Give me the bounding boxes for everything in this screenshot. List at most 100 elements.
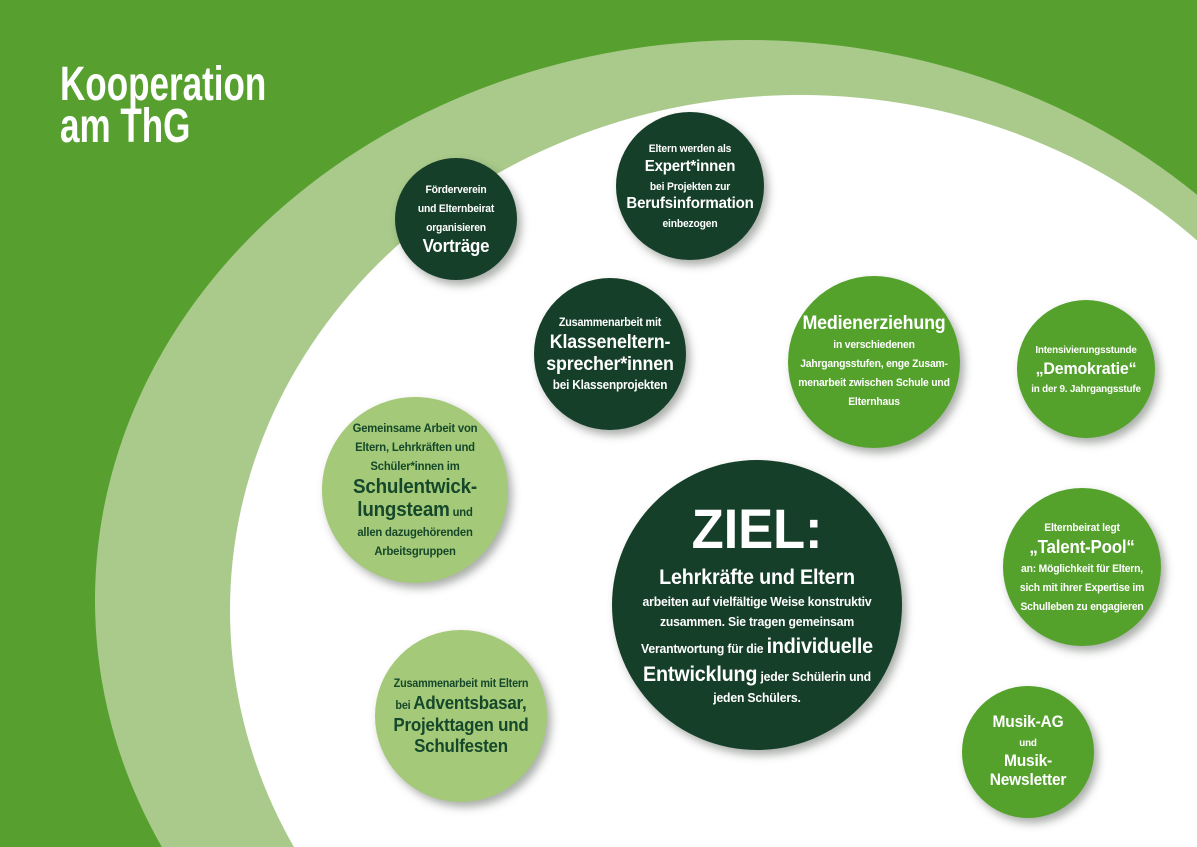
bubble-text-line: Zusammenarbeit mit <box>539 313 682 332</box>
text-run: in verschiedenen <box>833 339 915 352</box>
bubble-text: Elternbeirat legt „Talent-Pool“ an: Möglic… <box>1008 518 1157 615</box>
text-run: bei <box>395 699 414 712</box>
bubble-text-line: arbeiten auf vielfältige Weise konstrukt… <box>621 592 894 613</box>
text-run: Elternbeirat legt <box>1044 522 1120 535</box>
text-run: arbeiten auf vielfältige Weise konstrukt… <box>642 593 872 609</box>
text-run: und Elternbeirat <box>417 202 495 215</box>
bubble-text-line: organisieren <box>399 218 514 237</box>
text-run: Medienerziehung <box>802 313 946 335</box>
page-title-line2: am ThG <box>60 100 191 153</box>
bubble-text-line: Elternhaus <box>793 392 955 411</box>
text-run: Elternhaus <box>848 396 900 409</box>
bubble-text-line: in verschiedenen <box>793 335 955 354</box>
bubble-text-line: Schulleben zu engagieren <box>1008 597 1157 616</box>
text-run: zusammen. Sie tragen gemeinsam <box>659 614 855 630</box>
bubble-text-line: Elternbeirat legt <box>1008 518 1157 537</box>
bubble-text-line: in der 9. Jahrgangsstufe <box>1021 379 1151 398</box>
bubble-text-line: Förderverein <box>399 180 514 199</box>
bubble-text-line: an: Möglichkeit für Eltern, <box>1008 559 1157 578</box>
bubble-text-line: Eltern werden als <box>620 139 759 158</box>
text-run: Schulleben zu engagieren <box>1020 600 1144 613</box>
text-run: an: Möglichkeit für Eltern, <box>1021 563 1143 576</box>
bubble-text-line: Lehrkräfte und Eltern <box>621 564 894 591</box>
bubble-text-line: Musik- <box>966 752 1090 772</box>
bubble-text-line: Eltern, Lehrkräften und <box>328 438 503 457</box>
text-run: Eltern werden als <box>648 142 732 155</box>
bubble-text-line: und <box>966 733 1090 752</box>
text-run: Entwicklung <box>643 662 758 686</box>
bubble-adventsbasar-schulfeste: Zusammenarbeit mit Eltern bei Adventsbasa… <box>375 630 547 802</box>
bubble-text-line: sich mit ihrer Expertise im <box>1008 578 1157 597</box>
bubble-text-line: Zusammenarbeit mit Eltern <box>380 674 542 693</box>
text-run: Förderverein <box>425 183 487 196</box>
text-run: Musik-AG <box>992 712 1064 731</box>
text-run: Vorträge <box>422 236 490 257</box>
bubble-text-line: lungsteam und <box>328 499 503 523</box>
bubble-text-line: Vorträge <box>399 236 514 258</box>
text-run: Musik- <box>1004 751 1052 770</box>
bubble-text-line: menarbeit zwischen Schule und <box>793 373 955 392</box>
text-run: Jahrgangsstufen, enge Zusam- <box>800 358 948 371</box>
bubble-text-line: allen dazugehörenden <box>328 523 503 542</box>
bubble-text: Intensivierungsstunde „Demokratie“ in der … <box>1021 340 1151 399</box>
bubble-text-line: Schulentwick- <box>328 476 503 500</box>
text-run: Newsletter <box>989 771 1067 790</box>
text-run: allen dazugehörenden <box>357 525 473 540</box>
bubble-text: Zusammenarbeit mit Eltern bei Adventsbasa… <box>380 674 542 759</box>
bubble-text-line: Gemeinsame Arbeit von <box>328 419 503 438</box>
bubble-text-line: Intensivierungsstunde <box>1021 340 1151 359</box>
text-run: Gemeinsame Arbeit von <box>352 421 478 436</box>
bubble-text-line: Medienerziehung <box>793 313 955 335</box>
text-run: Expert*innen <box>644 157 736 175</box>
bubble-text-line: einbezogen <box>620 214 759 233</box>
text-run: Schulfesten <box>414 736 508 757</box>
bubble-intensivierungsstunde-demokratie: Intensivierungsstunde „Demokratie“ in der … <box>1017 300 1155 438</box>
bubble-text-line: Entwicklung jeder Schülerin und <box>621 661 894 688</box>
bubble-text-line: Verantwortung für die individuelle <box>621 633 894 660</box>
text-run: Lehrkräfte und Eltern <box>659 566 855 590</box>
text-run: in der 9. Jahrgangsstufe <box>1031 383 1141 396</box>
text-run: individuelle <box>766 635 874 659</box>
bubble-text-line: Berufsinformation <box>620 195 759 214</box>
text-run: sprecher*innen <box>546 354 674 375</box>
text-run: Intensivierungsstunde <box>1035 343 1137 356</box>
text-run: Berufsinformation <box>626 195 754 213</box>
bubble-foerderverein-vortraege: Förderverein und Elternbeirat organisieren… <box>395 158 517 280</box>
text-run: und <box>449 505 473 520</box>
text-run: „Demokratie“ <box>1035 358 1137 378</box>
bubble-text-line: „Talent-Pool“ <box>1008 537 1157 559</box>
bubble-text-line: Projekttagen und <box>380 715 542 737</box>
text-run: lungsteam <box>357 499 450 522</box>
text-run: „Talent-Pool“ <box>1029 537 1135 558</box>
bubble-text-line: Schüler*innen im <box>328 457 503 476</box>
text-run: sich mit ihrer Expertise im <box>1019 581 1145 594</box>
bubble-text-line: Klasseneltern- <box>539 332 682 354</box>
page-title-line1: Kooperation <box>60 58 267 111</box>
text-run: einbezogen <box>662 218 718 231</box>
bubble-text-line: Expert*innen <box>620 158 759 177</box>
bubble-text-line: zusammen. Sie tragen gemeinsam <box>621 612 894 633</box>
bubble-text-line: Musik-AG <box>966 713 1090 733</box>
text-run: bei Projekten zur <box>649 180 731 193</box>
text-run: Schüler*innen im <box>370 458 460 473</box>
bubble-elternbeirat-talent-pool: Elternbeirat legt „Talent-Pool“ an: Möglic… <box>1003 488 1161 646</box>
bubble-text-line: bei Projekten zur <box>620 177 759 196</box>
text-run: Zusammenarbeit mit <box>558 316 662 329</box>
text-run: organisieren <box>426 221 486 234</box>
text-run: Schulentwick- <box>353 475 477 498</box>
bubble-text-line: Arbeitsgruppen <box>328 542 503 561</box>
text-run: Zusammenarbeit mit Eltern <box>393 677 529 690</box>
text-run: jeden Schülers. <box>713 689 801 705</box>
text-run: Adventsbasar, <box>413 692 527 713</box>
text-run: menarbeit zwischen Schule und <box>798 377 950 390</box>
bubble-text-line: Newsletter <box>966 771 1090 791</box>
